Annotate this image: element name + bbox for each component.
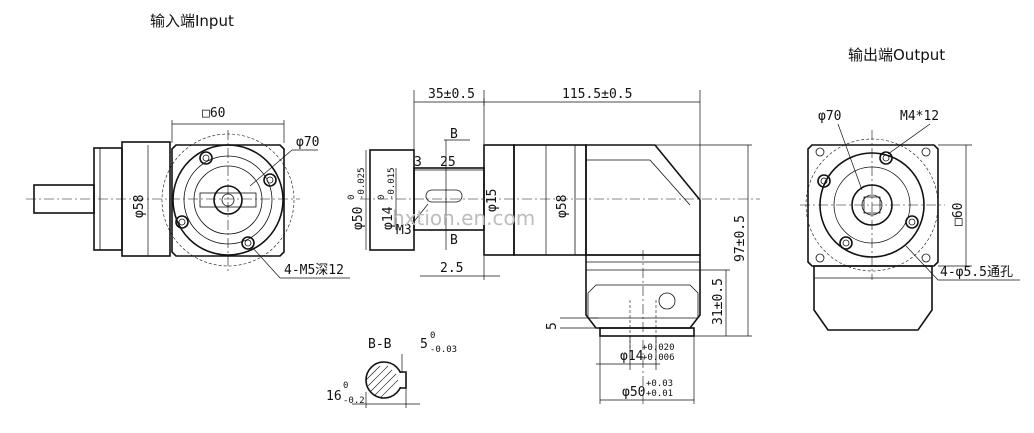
section-bb-label: B-B [368, 337, 392, 352]
bore-dia-label: φ15 [485, 189, 500, 212]
output-thread-label: M4*12 [900, 109, 939, 124]
output-bolt-holes [815, 147, 931, 263]
section-mark-bottom: B [450, 233, 458, 248]
input-bolt-holes [175, 151, 277, 250]
side-view: 35±0.5 115.5±0.5 B B 3 25 φ50 0 -0.025 φ… [347, 87, 760, 405]
input-end-view: □60 φ58 φ70 4-M5深12 [26, 106, 350, 279]
shaft-dia-label: φ14 [381, 206, 396, 230]
input-pcd-label: φ70 [296, 135, 319, 150]
key-width-label: 5 [420, 337, 428, 352]
pilot-tol-lower: -0.025 [357, 167, 367, 200]
bottom-bore-label: φ14 [620, 349, 644, 364]
key-tol-upper: 0 [430, 331, 435, 341]
input-title: 输入端Input [150, 12, 234, 30]
thread-label: M3 [396, 223, 412, 238]
bottom-bore-tol-lower: +0.006 [642, 353, 675, 363]
watermark: hxtion.en.com [392, 206, 535, 230]
key-offset-label: 3 [414, 155, 422, 170]
output-lower-housing [813, 265, 933, 331]
output-square-label: □60 [951, 203, 966, 226]
body-dia-label: φ58 [555, 195, 570, 218]
shaft-length-label: 35±0.5 [428, 87, 475, 102]
depth-tol-lower: -0.2 [343, 396, 365, 406]
shaft-tol-lower: -0.015 [387, 167, 397, 200]
bottom-pilot-tol-upper: +0.03 [646, 379, 673, 389]
key-tol-lower: -0.03 [430, 345, 457, 355]
section-bb: B-B 5 0 -0.03 16 0 -0.2 [326, 331, 457, 408]
side-key-slot [425, 189, 463, 203]
bottom-pilot-label: φ50 [622, 385, 645, 400]
output-flange-square [807, 144, 939, 267]
shaft-tol-upper: 0 [377, 195, 387, 200]
pilot-tol-upper: 0 [347, 195, 357, 200]
section-mark-top: B [450, 127, 458, 142]
center-height-label: 31±0.5 [711, 278, 726, 325]
bottom-bore-tol-upper: +0.020 [642, 343, 675, 353]
step-label: 2.5 [440, 261, 463, 276]
output-title: 输出端Output [848, 46, 945, 64]
pilot-dia-label: φ50 [351, 207, 366, 230]
depth-label: 16 [326, 389, 342, 404]
key-length-label: 25 [440, 155, 456, 170]
input-pilot-label: φ58 [132, 195, 147, 218]
output-holes-label: 4-φ5.5通孔 [940, 265, 1013, 280]
output-pcd-label: φ70 [818, 109, 841, 124]
input-holes-label: 4-M5深12 [284, 263, 344, 278]
side-output-spigot [599, 327, 695, 337]
input-flange-square [171, 144, 285, 257]
output-end-view: φ70 M4*12 □60 4-φ5.5通孔 [800, 109, 1020, 331]
depth-tol-upper: 0 [343, 381, 348, 391]
bottom-pilot-tol-lower: +0.01 [646, 389, 673, 399]
input-square-label: □60 [202, 106, 225, 121]
flange-gap-label: 5 [545, 322, 560, 330]
height-label: 97±0.5 [733, 215, 748, 262]
side-angle-head [585, 144, 701, 256]
body-length-label: 115.5±0.5 [562, 87, 632, 102]
